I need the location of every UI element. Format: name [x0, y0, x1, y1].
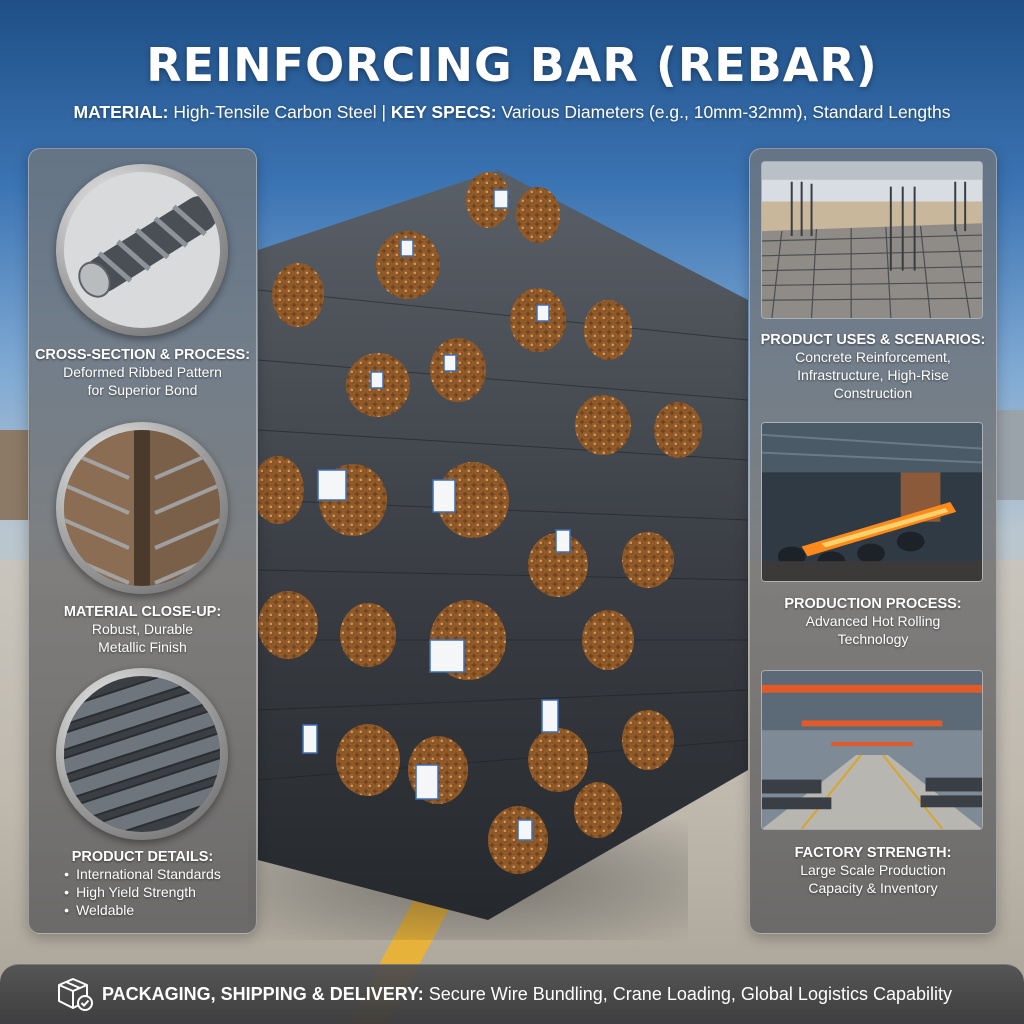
cross-section-heading: CROSS-SECTION & PROCESS: — [34, 347, 251, 363]
construction-site-photo — [761, 161, 983, 319]
package-check-icon — [58, 978, 93, 1011]
hot-rolling-photo — [761, 422, 983, 582]
material-line1: Robust, Durable — [91, 621, 194, 637]
uses-line2: Infrastructure, High-Rise — [797, 367, 949, 383]
factory-caption: FACTORY STRENGTH: Large Scale Production… — [755, 845, 991, 897]
product-details-list: International Standards High Yield Stren… — [64, 865, 221, 919]
uses-line3: Construction — [833, 385, 913, 401]
factory-line2: Capacity & Inventory — [808, 880, 938, 896]
factory-warehouse-photo — [761, 670, 983, 830]
footer-text: PACKAGING, SHIPPING & DELIVERY: Secure W… — [102, 984, 952, 1005]
footer-bar — [0, 964, 1024, 1024]
product-detail-item: International Standards — [64, 865, 221, 883]
production-line1: Advanced Hot Rolling — [805, 613, 941, 629]
product-detail-item: High Yield Strength — [64, 883, 221, 901]
specs-label: KEY SPECS: — [390, 102, 497, 122]
rebar-stack-image — [258, 170, 748, 920]
cross-section-line1: Deformed Ribbed Pattern — [63, 364, 222, 380]
specs-value: Various Diameters (e.g., 10mm-32mm), Sta… — [501, 102, 951, 122]
product-details-circle-image — [56, 668, 228, 840]
material-caption: MATERIAL CLOSE-UP: Robust, Durable Metal… — [34, 604, 251, 656]
material-line2: Metallic Finish — [98, 639, 187, 655]
cross-section-line2: for Superior Bond — [87, 382, 198, 398]
material-closeup-circle-image — [56, 422, 228, 594]
uses-heading: PRODUCT USES & SCENARIOS: — [760, 332, 986, 348]
material-heading: MATERIAL CLOSE-UP: — [63, 604, 222, 620]
footer-value: Secure Wire Bundling, Crane Loading, Glo… — [428, 984, 953, 1004]
background-building — [996, 410, 1024, 500]
material-value: High-Tensile Carbon Steel | — [173, 102, 387, 122]
cross-section-circle-image — [56, 164, 228, 336]
production-line2: Technology — [837, 631, 909, 647]
uses-caption: PRODUCT USES & SCENARIOS: Concrete Reinf… — [755, 332, 991, 402]
cross-section-caption: CROSS-SECTION & PROCESS: Deformed Ribbed… — [34, 347, 251, 399]
factory-line1: Large Scale Production — [800, 862, 946, 878]
page-title: REINFORCING BAR (REBAR) — [146, 38, 878, 92]
footer-label: PACKAGING, SHIPPING & DELIVERY: — [102, 984, 424, 1004]
material-label: MATERIAL: — [73, 102, 169, 122]
factory-heading: FACTORY STRENGTH: — [794, 845, 952, 861]
product-details-heading: PRODUCT DETAILS: — [71, 849, 214, 865]
production-heading: PRODUCTION PROCESS: — [784, 596, 962, 612]
product-detail-item: Weldable — [64, 901, 221, 919]
background-wall — [0, 430, 30, 520]
production-caption: PRODUCTION PROCESS: Advanced Hot Rolling… — [755, 596, 991, 648]
product-details-caption: PRODUCT DETAILS: International Standards… — [34, 849, 251, 920]
uses-line1: Concrete Reinforcement, — [795, 349, 951, 365]
page-subtitle: MATERIAL: High-Tensile Carbon Steel | KE… — [0, 102, 1024, 123]
